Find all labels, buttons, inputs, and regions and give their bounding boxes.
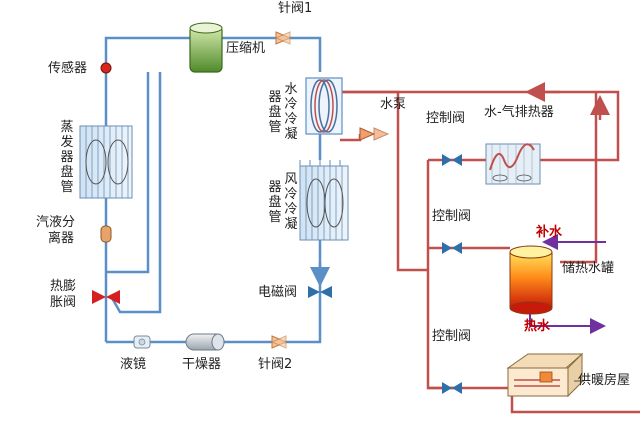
- evaporator-coil-icon: [79, 125, 133, 199]
- label-dryer: 干燥器: [182, 357, 222, 372]
- needle-valve-2-icon: [270, 335, 288, 349]
- heated-house-icon: [506, 352, 584, 398]
- label-solenoid-valve: 电磁阀: [258, 285, 298, 300]
- solenoid-valve-icon: [308, 286, 332, 298]
- label-water-cooled-a: 水冷冷凝: [284, 82, 298, 142]
- sight-glass-icon: [133, 335, 151, 349]
- air-cooled-condenser-icon: [299, 160, 349, 241]
- return-top: [428, 90, 620, 162]
- equalizer-line: [106, 72, 150, 274]
- label-compressor: 压缩机: [226, 41, 266, 56]
- label-air-cooled-b: 器盘管: [268, 180, 282, 225]
- pump-supply: [336, 84, 428, 272]
- label-expansion-valve-line2: 胀阀: [50, 295, 77, 310]
- label-control-valve-1: 控制阀: [426, 111, 466, 126]
- branch-main: [426, 160, 508, 390]
- label-water-pump: 水泵: [380, 97, 407, 112]
- label-evaporator-coil: 蒸发器盘管: [60, 120, 74, 195]
- label-heat-exchanger: 水-气排热器: [484, 105, 554, 120]
- sensor-icon: [100, 62, 112, 74]
- label-separator-line2: 离器: [48, 231, 75, 246]
- dryer-icon: [185, 333, 225, 351]
- label-hot-water-tank: 储热水罐: [562, 261, 615, 276]
- label-control-valve-3: 控制阀: [432, 329, 472, 344]
- discharge-line: [222, 36, 322, 72]
- label-air-cooled-a: 风冷冷凝: [284, 172, 298, 232]
- hot-water-tank-icon: [509, 245, 553, 315]
- water-cooled-condenser-icon: [305, 77, 343, 135]
- tank-return: [560, 92, 598, 264]
- label-sight-glass: 液镜: [120, 357, 147, 372]
- compressor-icon: [189, 22, 223, 73]
- label-expansion-valve-line1: 热膨: [50, 279, 77, 294]
- needle-valve-1-icon: [274, 31, 292, 45]
- control-valve-3-icon: [442, 382, 462, 394]
- label-control-valve-2: 控制阀: [432, 209, 472, 224]
- control-valve-1-icon: [442, 154, 462, 166]
- expansion-valve-icon: [92, 290, 120, 304]
- heat-exchanger-icon: [485, 143, 541, 185]
- label-heated-house: 供暖房屋: [578, 373, 631, 388]
- house-return: [510, 396, 640, 414]
- label-separator-line1: 汽液分: [36, 215, 76, 230]
- water-pump-icon: [359, 127, 390, 141]
- sensing-line: [110, 72, 162, 314]
- label-needle-valve-1: 针阀1: [278, 1, 313, 16]
- label-sensor: 传感器: [48, 61, 88, 76]
- label-makeup-water: 补水: [536, 225, 563, 240]
- control-valve-2-icon: [442, 242, 462, 254]
- label-needle-valve-2: 针阀2: [258, 357, 293, 372]
- separator-icon: [100, 225, 112, 243]
- label-hot-water: 热水: [524, 319, 551, 334]
- label-water-cooled-b: 器盘管: [268, 90, 282, 135]
